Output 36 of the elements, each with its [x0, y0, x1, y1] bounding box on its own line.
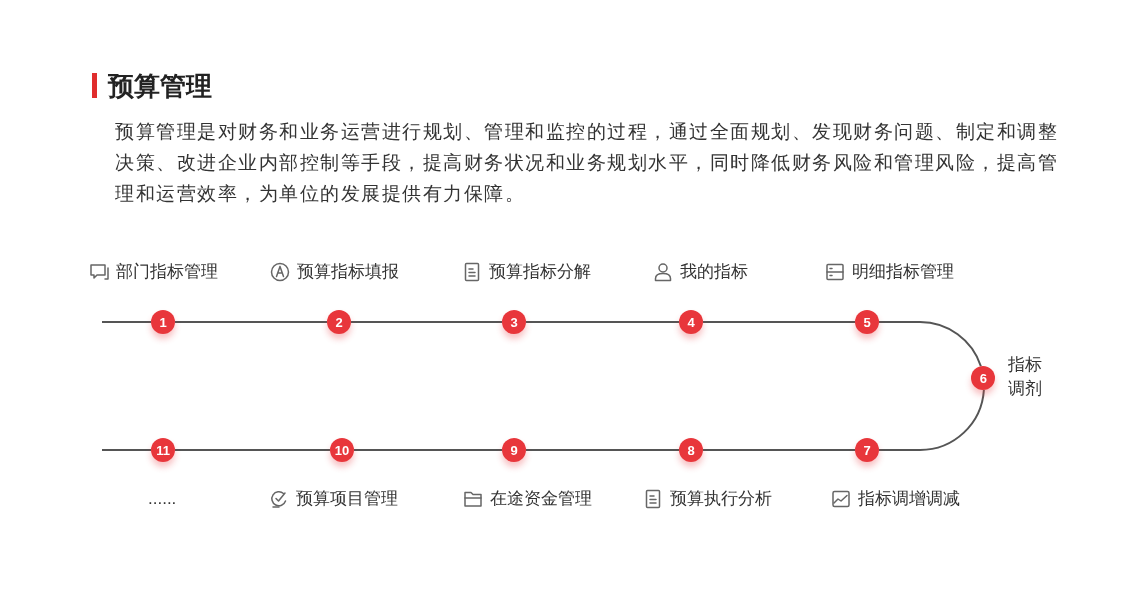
track-line — [174, 449, 331, 451]
step-label: 预算指标分解 — [489, 261, 591, 283]
step-label: 预算项目管理 — [296, 488, 398, 510]
track-line — [702, 321, 856, 323]
step-label: 部门指标管理 — [116, 261, 218, 283]
title: 预算管理 — [108, 70, 212, 103]
track-line — [702, 449, 856, 451]
track-line — [525, 449, 680, 451]
step-label: 指标调剂 — [1008, 354, 1043, 399]
step-label: 预算执行分析 — [670, 488, 772, 510]
step-label: 我的指标 — [680, 261, 748, 283]
step-label: 预算指标填报 — [297, 261, 399, 283]
number-circle: 2 — [327, 310, 351, 334]
number-circle: 7 — [855, 438, 879, 462]
step-label: 在途资金管理 — [490, 488, 592, 510]
number-circle: 4 — [679, 310, 703, 334]
track-line — [878, 389, 985, 451]
number-circle: 1 — [151, 310, 175, 334]
track-line — [878, 321, 982, 368]
track-line — [174, 321, 328, 323]
track-line — [353, 449, 503, 451]
track-line — [525, 321, 680, 323]
number-circle: 11 — [151, 438, 175, 462]
track-line — [101, 449, 152, 451]
track-line — [101, 321, 152, 323]
number-circle: 10 — [330, 438, 354, 462]
number-circle: 8 — [679, 438, 703, 462]
number-circle: 6 — [971, 366, 996, 390]
track-line — [350, 321, 503, 323]
number-circle: 3 — [502, 310, 526, 334]
step-label: ...... — [148, 488, 177, 510]
number-circle: 9 — [502, 438, 526, 462]
number-circle: 5 — [855, 310, 879, 334]
step-label: 指标调增调减 — [858, 488, 960, 510]
description: 预算管理是对财务和业务运营进行规划、管理和监控的过程，通过全面规划、发现财务问题、制定和调整决策、改进企业内部控制等手段，提高财务状况和业务规划水平，同时降低财务风险和管理风险，提高管理和运营效率，为单位的发展提供有力保障。 — [115, 120, 1059, 206]
step-label: 明细指标管理 — [852, 261, 954, 283]
